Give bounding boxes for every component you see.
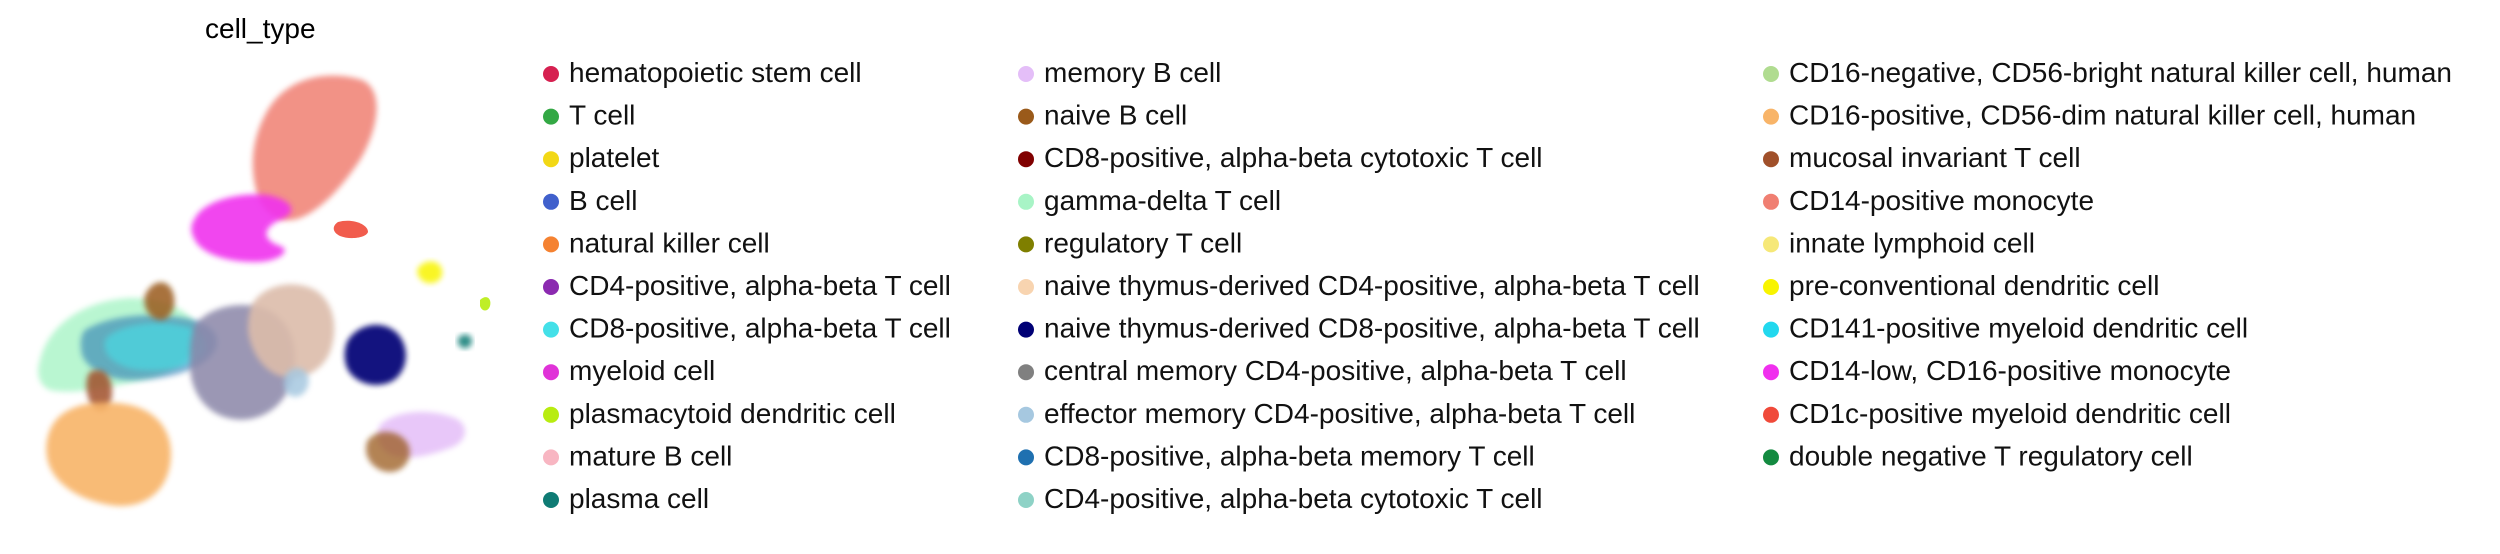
legend-marker xyxy=(543,364,559,381)
cluster-cd1c-dc xyxy=(333,220,368,239)
legend-label: myeloid cell xyxy=(569,355,715,386)
cluster-cd8-alpha-beta xyxy=(104,323,206,371)
legend-marker xyxy=(543,236,559,253)
legend-label: CD141-positive myeloid dendritic cell xyxy=(1789,313,2248,344)
legend-label: CD1c-positive myeloid dendritic cell xyxy=(1789,398,2231,429)
legend-label: CD8-positive, alpha-beta memory T cell xyxy=(1044,440,1535,471)
legend-marker xyxy=(1763,279,1779,295)
cluster-innate-lymphoid xyxy=(480,297,491,311)
legend-marker xyxy=(1018,321,1034,338)
legend-marker xyxy=(543,279,559,295)
legend-label: CD4-positive, alpha-beta cytotoxic T cel… xyxy=(1044,483,1543,514)
legend-marker xyxy=(543,66,559,82)
legend-label: CD14-low, CD16-positive monocyte xyxy=(1789,355,2231,386)
legend-marker xyxy=(1018,364,1034,381)
legend-label: hematopoietic stem cell xyxy=(569,57,862,88)
legend-label: plasma cell xyxy=(569,483,709,514)
legend-marker xyxy=(1763,321,1779,338)
legend-label: memory B cell xyxy=(1044,57,1221,88)
legend-marker xyxy=(1018,151,1034,168)
legend-label: CD4-positive, alpha-beta T cell xyxy=(569,270,951,301)
legend-marker xyxy=(543,151,559,168)
cluster-naive-b xyxy=(366,431,410,472)
legend-marker xyxy=(1018,449,1034,466)
legend-label: naive thymus-derived CD8-positive, alpha… xyxy=(1044,313,1700,344)
legend-marker xyxy=(543,406,559,423)
legend-marker xyxy=(1763,108,1779,125)
cluster-mait xyxy=(86,370,112,411)
legend-label: effector memory CD4-positive, alpha-beta… xyxy=(1044,398,1635,429)
legend-label: CD16-positive, CD56-dim natural killer c… xyxy=(1789,100,2416,131)
legend-label: naive thymus-derived CD4-positive, alpha… xyxy=(1044,270,1700,301)
legend-label: T cell xyxy=(569,100,635,131)
legend-marker xyxy=(543,193,559,210)
legend-label: natural killer cell xyxy=(569,227,770,258)
legend-marker xyxy=(543,492,559,508)
legend-marker xyxy=(1018,108,1034,125)
legend-marker xyxy=(1763,236,1779,253)
legend-label: pre-conventional dendritic cell xyxy=(1789,270,2159,301)
scatter-area xyxy=(38,75,491,506)
legend-marker xyxy=(1763,449,1779,466)
legend-marker xyxy=(543,449,559,466)
legend-marker xyxy=(1018,236,1034,253)
cluster-cd14-monocyte xyxy=(252,75,377,221)
cluster-naive-cd4 xyxy=(248,284,335,378)
legend-label: naive B cell xyxy=(1044,100,1187,131)
legend-label: central memory CD4-positive, alpha-beta … xyxy=(1044,355,1627,386)
legend-marker xyxy=(1018,406,1034,423)
legend-label: CD14-positive monocyte xyxy=(1789,185,2094,216)
legend-marker xyxy=(1763,66,1779,82)
legend-label: mucosal invariant T cell xyxy=(1789,142,2081,173)
legend-label: CD8-positive, alpha-beta T cell xyxy=(569,313,951,344)
cluster-nk-dim xyxy=(46,402,171,506)
legend-marker xyxy=(1763,406,1779,423)
legend-label: CD16-negative, CD56-bright natural kille… xyxy=(1789,57,2452,88)
plot-title: cell_type xyxy=(205,13,316,44)
legend-label: B cell xyxy=(569,185,637,216)
cluster-pre-cdc xyxy=(417,261,443,284)
legend-marker xyxy=(1018,193,1034,210)
legend-marker xyxy=(1763,151,1779,168)
legend-marker xyxy=(543,321,559,338)
legend-label: platelet xyxy=(569,142,660,173)
cluster-naive-cd8 xyxy=(344,324,406,385)
cluster-naive-b-brown xyxy=(144,282,175,320)
legend-marker xyxy=(1763,193,1779,210)
legend-marker xyxy=(1018,66,1034,82)
legend-label: gamma-delta T cell xyxy=(1044,185,1281,216)
legend-label: innate lymphoid cell xyxy=(1789,227,2035,258)
legend: hematopoietic stem cell T cell platelet B c… xyxy=(543,57,2452,514)
cluster-cd14-low-monocyte xyxy=(191,194,292,262)
legend-marker xyxy=(1018,492,1034,508)
legend-label: double negative T regulatory cell xyxy=(1789,440,2193,471)
legend-marker xyxy=(543,108,559,125)
cluster-effector-memory xyxy=(283,367,309,397)
legend-label: plasmacytoid dendritic cell xyxy=(569,398,896,429)
legend-label: CD8-positive, alpha-beta cytotoxic T cel… xyxy=(1044,142,1543,173)
legend-label: regulatory T cell xyxy=(1044,227,1242,258)
cluster-plasma xyxy=(458,334,472,349)
legend-marker xyxy=(1763,364,1779,381)
legend-label: mature B cell xyxy=(569,440,732,471)
legend-marker xyxy=(1018,279,1034,295)
